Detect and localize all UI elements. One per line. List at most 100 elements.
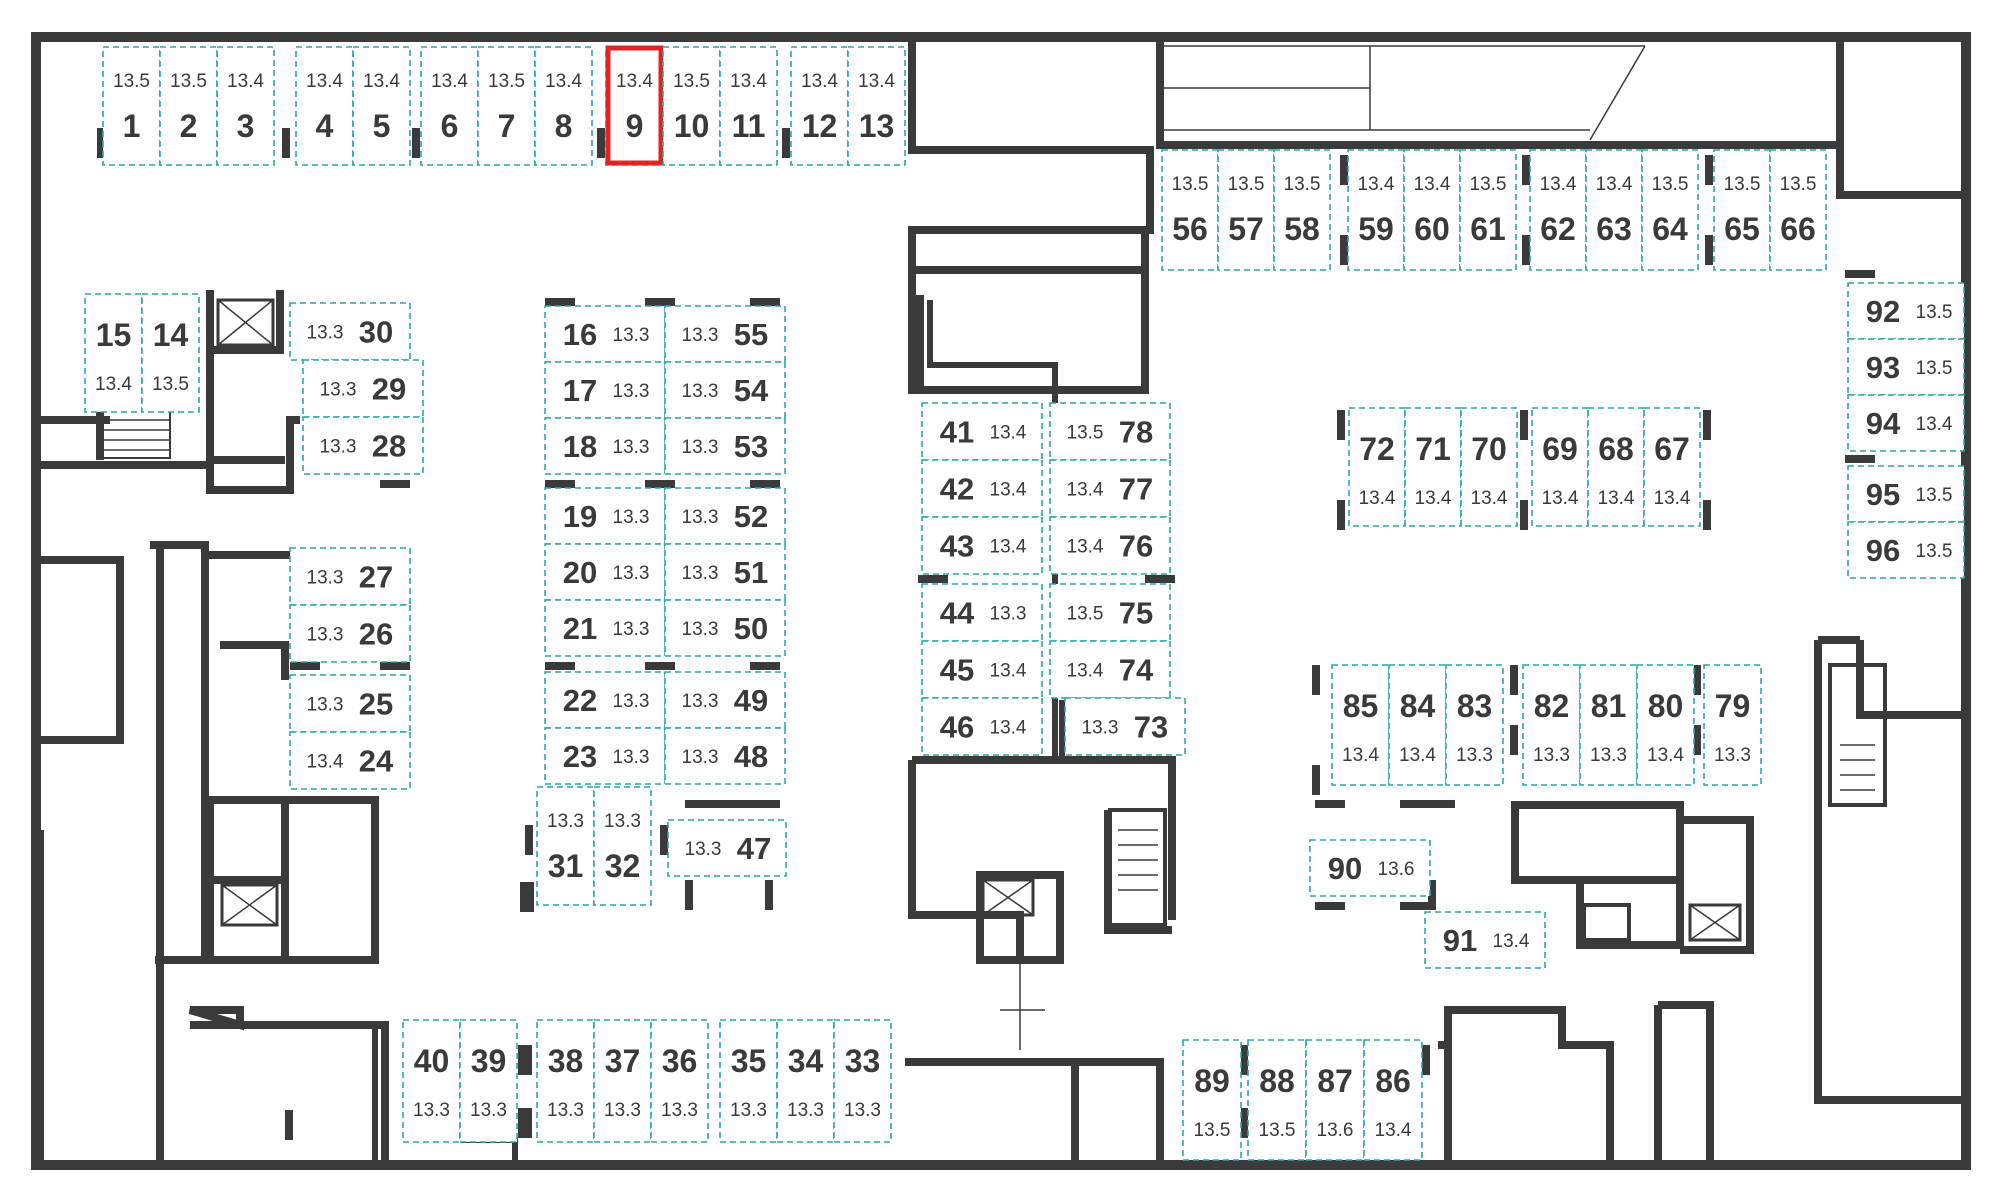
parking-spot-5[interactable]: 13.45 — [352, 46, 411, 166]
parking-spot-2[interactable]: 13.52 — [159, 46, 218, 166]
parking-spot-38[interactable]: 13.338 — [536, 1019, 595, 1143]
parking-spot-63[interactable]: 13.463 — [1585, 149, 1643, 271]
spot-outline — [1847, 394, 1965, 452]
parking-spot-56[interactable]: 13.556 — [1161, 149, 1219, 271]
parking-spot-34[interactable]: 13.334 — [776, 1019, 835, 1143]
parking-spot-44[interactable]: 13.344 — [921, 583, 1043, 642]
parking-spot-86[interactable]: 13.486 — [1363, 1039, 1423, 1161]
parking-spot-11[interactable]: 13.411 — [719, 46, 778, 166]
parking-spot-60[interactable]: 13.460 — [1403, 149, 1461, 271]
parking-spot-79[interactable]: 13.379 — [1703, 664, 1762, 786]
parking-spot-82[interactable]: 13.382 — [1522, 664, 1581, 786]
parking-spot-68[interactable]: 13.468 — [1587, 407, 1645, 527]
parking-spot-36[interactable]: 13.336 — [650, 1019, 709, 1143]
parking-spot-94[interactable]: 13.494 — [1847, 394, 1965, 452]
parking-spot-43[interactable]: 13.443 — [921, 516, 1043, 575]
spot-area: 13.5 — [1172, 174, 1209, 195]
parking-spot-8[interactable]: 13.48 — [534, 46, 593, 166]
parking-spot-66[interactable]: 13.566 — [1769, 149, 1827, 271]
parking-spot-3[interactable]: 13.43 — [216, 46, 275, 166]
parking-spot-64[interactable]: 13.564 — [1641, 149, 1699, 271]
parking-spot-93[interactable]: 13.593 — [1847, 338, 1965, 396]
parking-spot-40[interactable]: 13.340 — [402, 1019, 461, 1143]
parking-spot-32[interactable]: 13.332 — [593, 786, 652, 906]
parking-spot-84[interactable]: 13.484 — [1388, 664, 1447, 786]
parking-spot-90[interactable]: 13.690 — [1309, 839, 1431, 897]
parking-spot-23[interactable]: 13.323 — [544, 727, 666, 785]
parking-spot-13[interactable]: 13.413 — [847, 46, 906, 166]
parking-spot-10[interactable]: 13.510 — [662, 46, 721, 166]
parking-spot-39[interactable]: 13.339 — [459, 1019, 518, 1143]
spot-area: 13.3 — [682, 381, 719, 402]
parking-spot-61[interactable]: 13.561 — [1459, 149, 1517, 271]
parking-spot-31[interactable]: 13.331 — [536, 786, 595, 906]
parking-spot-16[interactable]: 13.316 — [544, 305, 666, 363]
spot-outline — [593, 1019, 652, 1143]
parking-spot-72[interactable]: 13.472 — [1348, 407, 1406, 527]
parking-spot-14[interactable]: 13.514 — [141, 293, 200, 413]
parking-spot-85[interactable]: 13.485 — [1331, 664, 1390, 786]
parking-spot-42[interactable]: 13.442 — [921, 459, 1043, 518]
parking-spot-33[interactable]: 13.333 — [833, 1019, 892, 1143]
parking-spot-37[interactable]: 13.337 — [593, 1019, 652, 1143]
parking-spot-95[interactable]: 13.595 — [1847, 465, 1965, 523]
parking-spot-92[interactable]: 13.592 — [1847, 282, 1965, 340]
parking-spot-4[interactable]: 13.44 — [295, 46, 354, 166]
parking-spot-18[interactable]: 13.318 — [544, 417, 666, 475]
parking-spot-70[interactable]: 13.470 — [1460, 407, 1518, 527]
parking-spot-19[interactable]: 13.319 — [544, 487, 666, 545]
parking-spot-57[interactable]: 13.557 — [1217, 149, 1275, 271]
parking-spot-9[interactable]: 13.49 — [605, 45, 664, 166]
parking-spot-21[interactable]: 13.321 — [544, 599, 666, 657]
parking-spot-22[interactable]: 13.322 — [544, 671, 666, 729]
parking-spot-17[interactable]: 13.317 — [544, 361, 666, 419]
parking-spot-88[interactable]: 13.588 — [1247, 1039, 1307, 1161]
parking-spot-20[interactable]: 13.320 — [544, 543, 666, 601]
parking-spot-12[interactable]: 13.412 — [790, 46, 849, 166]
parking-spot-35[interactable]: 13.335 — [719, 1019, 778, 1143]
parking-spot-59[interactable]: 13.459 — [1347, 149, 1405, 271]
parking-spot-45[interactable]: 13.445 — [921, 640, 1043, 699]
parking-spot-6[interactable]: 13.46 — [420, 46, 479, 166]
parking-spot-1[interactable]: 13.51 — [102, 46, 161, 166]
parking-spot-80[interactable]: 13.480 — [1636, 664, 1695, 786]
parking-spot-15[interactable]: 13.415 — [84, 293, 143, 413]
parking-spot-91[interactable]: 13.491 — [1424, 911, 1546, 969]
parking-spot-65[interactable]: 13.565 — [1713, 149, 1771, 271]
parking-spot-41[interactable]: 13.441 — [921, 402, 1043, 461]
parking-spot-67[interactable]: 13.467 — [1643, 407, 1701, 527]
parking-spot-96[interactable]: 13.596 — [1847, 521, 1965, 579]
parking-spot-46[interactable]: 13.446 — [921, 697, 1043, 756]
parking-spot-89[interactable]: 13.589 — [1182, 1039, 1242, 1161]
parking-spot-69[interactable]: 13.469 — [1531, 407, 1589, 527]
parking-spot-81[interactable]: 13.381 — [1579, 664, 1638, 786]
parking-spot-87[interactable]: 13.687 — [1305, 1039, 1365, 1161]
parking-spot-83[interactable]: 13.383 — [1445, 664, 1504, 786]
parking-spot-71[interactable]: 13.471 — [1404, 407, 1462, 527]
parking-spot-7[interactable]: 13.57 — [477, 46, 536, 166]
parking-spot-62[interactable]: 13.462 — [1529, 149, 1587, 271]
parking-spot-58[interactable]: 13.558 — [1273, 149, 1331, 271]
